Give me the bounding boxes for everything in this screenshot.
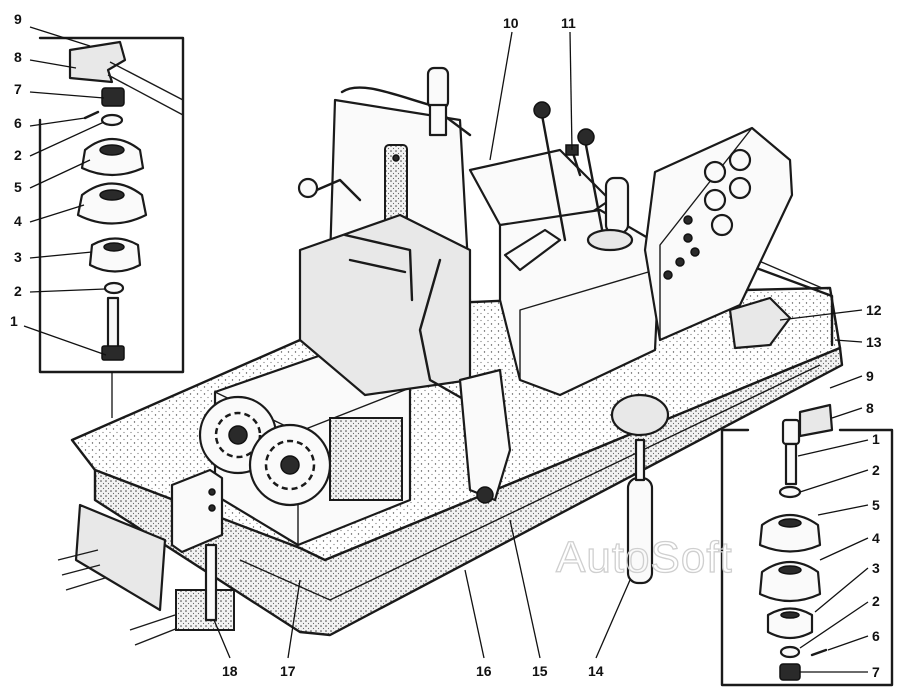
callout-right-2b: 2	[872, 593, 880, 609]
joystick	[604, 176, 630, 235]
left-inset-bracket-9	[68, 40, 127, 84]
right-inset	[720, 403, 894, 687]
callout-left-3: 3	[14, 249, 22, 265]
drain-pipe-18	[204, 543, 218, 622]
callout-left-5: 5	[14, 179, 22, 195]
gauge-4	[728, 176, 752, 200]
gauge-2	[728, 148, 752, 172]
right-inset-cushion-5	[758, 514, 822, 553]
mount-boss	[610, 393, 670, 437]
callout-labels: 9 8 7 6 2 5 4 3 2 1 10 11 12 13 9 8 1 2 …	[10, 11, 882, 680]
callout-15: 15	[532, 663, 548, 679]
callout-left-8: 8	[14, 49, 22, 65]
callout-right-9: 9	[866, 368, 874, 384]
leader-lines	[23, 26, 869, 673]
callout-13: 13	[866, 334, 882, 350]
left-inset-washer-2a	[100, 113, 124, 127]
gauge-3	[703, 188, 727, 212]
callout-right-7: 7	[872, 664, 880, 680]
callout-right-8: 8	[866, 400, 874, 416]
callout-left-2b: 2	[14, 283, 22, 299]
instrument-panel	[643, 126, 794, 350]
right-inset-bolt-1	[784, 442, 798, 486]
callout-18: 18	[222, 663, 238, 679]
right-inset-frame	[720, 428, 894, 687]
callout-right-3: 3	[872, 560, 880, 576]
left-inset-cushion-4	[76, 182, 148, 225]
pedal-15	[458, 368, 512, 502]
left-inset-cushion-3	[88, 237, 142, 273]
callout-right-5: 5	[872, 497, 880, 513]
callout-17: 17	[280, 663, 296, 679]
callout-left-9: 9	[14, 11, 22, 27]
callout-left-1: 1	[10, 313, 18, 329]
callout-right-6: 6	[872, 628, 880, 644]
lever-2	[583, 138, 607, 247]
callout-16: 16	[476, 663, 492, 679]
callout-left-2a: 2	[14, 147, 22, 163]
gauge-5	[710, 213, 734, 237]
callout-14: 14	[588, 663, 604, 679]
seat-headrest-post	[426, 66, 450, 110]
callout-11: 11	[561, 15, 576, 31]
right-inset-washer-2a	[778, 485, 802, 499]
lever-1	[540, 113, 567, 242]
right-inset-cushion-3	[766, 607, 814, 640]
gauge-1	[703, 160, 727, 184]
callout-12: 12	[866, 302, 882, 318]
right-inset-nut-7	[779, 663, 801, 681]
left-inset-frame	[38, 36, 185, 374]
heater-fan-unit	[170, 350, 412, 622]
callout-right-2a: 2	[872, 462, 880, 478]
control-levers	[533, 101, 634, 252]
left-inset-washer-2b	[103, 281, 125, 295]
callout-right-1: 1	[872, 431, 880, 447]
right-inset-bracket-8	[798, 403, 834, 438]
pedestal-12	[728, 296, 792, 350]
right-inset-washer-2b	[779, 645, 801, 659]
callout-left-7: 7	[14, 81, 22, 97]
operator-seat	[297, 66, 662, 422]
left-inset-bolt-1	[106, 296, 120, 350]
pedal-group	[458, 368, 670, 585]
left-inset-nut-7	[101, 87, 125, 107]
callout-10: 10	[503, 15, 519, 31]
callout-left-4: 4	[14, 213, 22, 229]
right-inset-cushion-4	[758, 561, 822, 603]
seat-armrest	[503, 228, 562, 272]
watermark: AutoSoft	[556, 533, 733, 582]
left-inset	[38, 36, 185, 418]
left-support-leg	[74, 503, 167, 612]
right-inset-pin-6	[810, 648, 828, 657]
callout-right-4: 4	[872, 530, 880, 546]
left-inset-cushion-5	[80, 138, 145, 177]
callout-left-6: 6	[14, 115, 22, 131]
left-inset-pin-6	[83, 110, 100, 120]
platform-right-rail	[738, 260, 834, 347]
